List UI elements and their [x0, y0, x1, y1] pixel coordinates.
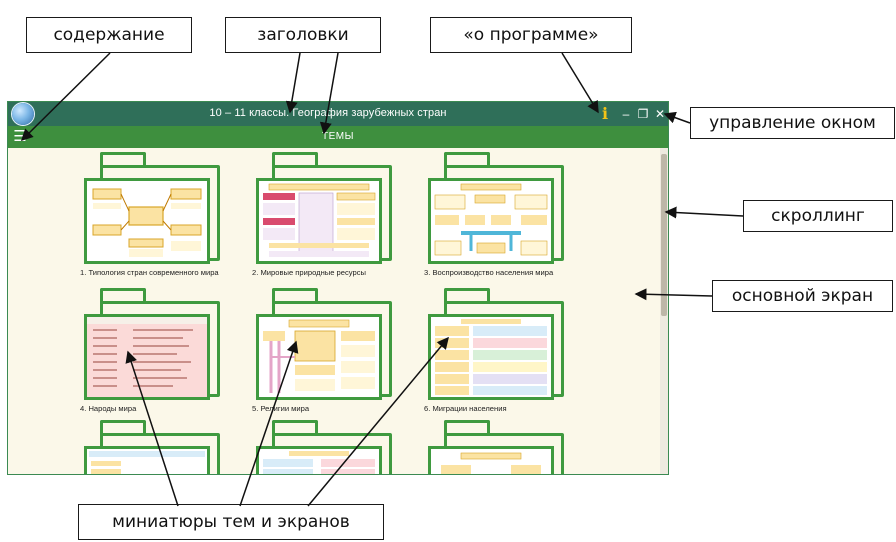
- diagram-thumbnail-icon[interactable]: [428, 178, 554, 264]
- callout-scrolling: скроллинг: [743, 200, 893, 232]
- callout-contents: содержание: [26, 17, 192, 53]
- list-thumbnail-icon[interactable]: [84, 314, 210, 400]
- folder-tab: [444, 152, 490, 169]
- app-window: 10 – 11 классы. География зарубежных стр…: [8, 102, 668, 474]
- folder-tab: [100, 288, 146, 305]
- main-screen[interactable]: 1. Типология стран современного мира: [8, 148, 668, 474]
- about-info-icon[interactable]: i: [601, 104, 609, 123]
- callout-about: «о программе»: [430, 17, 632, 53]
- folder-tab: [272, 152, 318, 169]
- tile-label[interactable]: 5. Религии мира: [252, 404, 310, 413]
- arrow-window-control: [663, 111, 691, 124]
- close-button[interactable]: ✕: [654, 107, 666, 121]
- tile-label[interactable]: 3. Воспроизводство населения мира: [424, 268, 554, 277]
- tile-label[interactable]: 2. Мировые природные ресурсы: [252, 268, 366, 277]
- thumbnail-icon[interactable]: [84, 446, 210, 474]
- title-bar[interactable]: 10 – 11 классы. География зарубежных стр…: [8, 102, 668, 126]
- topic-tile[interactable]: [80, 420, 240, 474]
- folder-tab: [100, 152, 146, 169]
- topic-tile[interactable]: 5. Религии мира: [252, 288, 412, 418]
- scrollbar-thumb[interactable]: [661, 154, 667, 316]
- topic-tile[interactable]: 4. Народы мира: [80, 288, 240, 418]
- toolbar: ☰ ТЕМЫ: [8, 126, 668, 148]
- arrow-scrolling: [664, 206, 744, 219]
- globe-logo-icon: [12, 103, 34, 125]
- thumbnail-icon[interactable]: [428, 446, 554, 474]
- tree-thumbnail-icon[interactable]: [256, 314, 382, 400]
- callout-thumbnails: миниатюры тем и экранов: [78, 504, 384, 540]
- menu-hamburger-icon[interactable]: ☰: [13, 128, 27, 145]
- callout-headers: заголовки: [225, 17, 381, 53]
- callout-main-screen: основной экран: [712, 280, 893, 312]
- section-title: ТЕМЫ: [322, 131, 354, 142]
- table-thumbnail-icon[interactable]: [256, 178, 382, 264]
- callout-window-control: управление окном: [690, 107, 895, 139]
- restore-button[interactable]: ❐: [637, 107, 649, 121]
- thumbnail-icon[interactable]: [256, 446, 382, 474]
- topic-tile[interactable]: 2. Мировые природные ресурсы: [252, 152, 412, 282]
- colored-list-thumbnail-icon[interactable]: [428, 314, 554, 400]
- folder-tab: [444, 288, 490, 305]
- topic-tile[interactable]: [424, 420, 584, 474]
- tile-label[interactable]: 6. Миграции населения: [424, 404, 507, 413]
- topic-tile[interactable]: [252, 420, 412, 474]
- minimize-button[interactable]: –: [622, 107, 630, 121]
- tile-label[interactable]: 1. Типология стран современного мира: [80, 268, 219, 277]
- topic-tile[interactable]: 6. Миграции населения: [424, 288, 584, 418]
- topic-tile[interactable]: 3. Воспроизводство населения мира: [424, 152, 584, 282]
- window-title: 10 – 11 классы. География зарубежных стр…: [209, 107, 447, 119]
- topic-tile[interactable]: 1. Типология стран современного мира: [80, 152, 240, 282]
- tile-label[interactable]: 4. Народы мира: [80, 404, 137, 413]
- folder-tab: [272, 288, 318, 305]
- flowchart-thumbnail-icon[interactable]: [84, 178, 210, 264]
